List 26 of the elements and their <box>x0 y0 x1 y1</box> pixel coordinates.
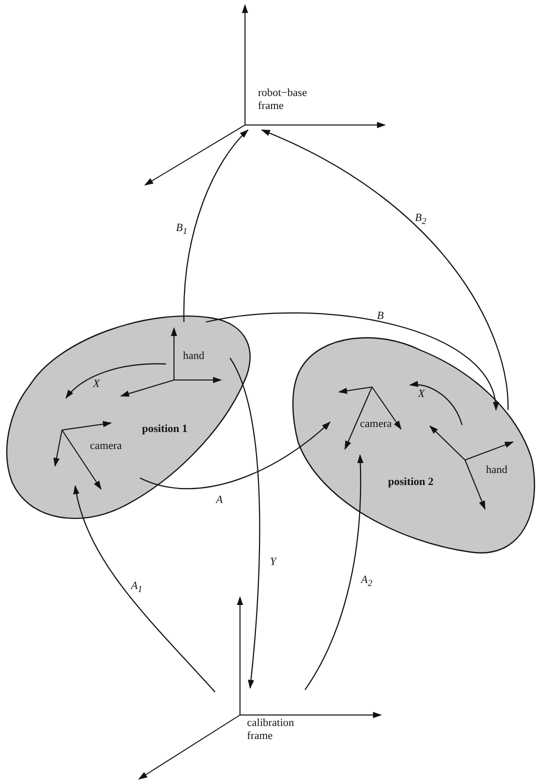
arrow <box>140 422 331 490</box>
edge-label: A$_{2}$ <box>361 574 372 588</box>
edge-label: X <box>93 378 100 390</box>
edge-label: X <box>418 388 425 400</box>
arrow <box>183 129 249 322</box>
arrow <box>65 363 166 399</box>
arrow <box>409 381 463 426</box>
position-label: position 1 <box>142 423 188 436</box>
frame-label: hand <box>183 350 204 363</box>
frame-label: robot−base frame <box>258 87 308 112</box>
arrow <box>74 485 216 692</box>
position-label: position 2 <box>388 476 434 489</box>
edge-label: A$_{1}$ <box>131 580 142 594</box>
edge-label: B <box>377 310 384 322</box>
frame-label: camera <box>90 440 122 453</box>
edge-label: B$_{1}$ <box>176 222 188 236</box>
frame-label: hand <box>486 464 508 477</box>
arrow <box>230 358 260 689</box>
edge-label: Y <box>270 556 276 568</box>
frame-label: calibration frame <box>247 717 296 742</box>
frame-label: camera <box>360 418 392 431</box>
edge-label: B$_{2}$ <box>415 212 426 226</box>
arrow <box>206 312 498 411</box>
edge-label: A <box>216 494 223 506</box>
arrow <box>304 454 364 690</box>
arrow <box>261 130 509 410</box>
